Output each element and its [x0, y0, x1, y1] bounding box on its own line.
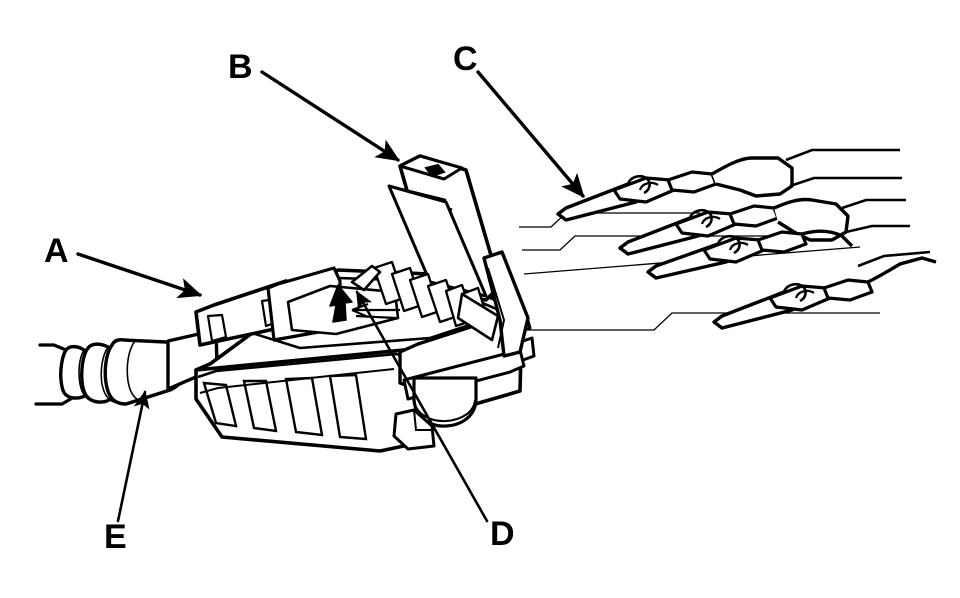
callout-label-E: E [104, 518, 127, 556]
callout-label-D: D [490, 515, 515, 553]
seal-rib-line-1 [78, 349, 94, 402]
terminal-pin-2 [618, 197, 910, 256]
terminal-4-crimp-line [794, 289, 815, 299]
terminal-1-lead-b [789, 176, 902, 188]
insertion-arrow-glyph [329, 284, 353, 323]
terminal-4-crimp-wing [782, 282, 807, 303]
callout-label-A: A [44, 232, 69, 270]
callout-labels: A B C D E [44, 40, 515, 556]
wire-lower-left [34, 395, 76, 406]
terminal-1-wire [711, 156, 794, 198]
terminal-1-crimp-line [638, 181, 659, 191]
wire-seal [59, 338, 188, 406]
callout-leaders-thin [116, 290, 489, 523]
terminal-1-crimp-wing [626, 174, 651, 195]
callout-leader-E [116, 390, 150, 523]
housing-belt-line-2 [199, 368, 395, 394]
terminal-3-crimp-line [728, 241, 749, 251]
terminal-pin-4 [712, 250, 937, 330]
terminal-pin-1 [556, 148, 902, 222]
insertion-direction-arrow [329, 284, 353, 323]
housing-rib-4 [328, 373, 368, 441]
housing-rib-1 [202, 381, 238, 428]
callout-leader-B [260, 70, 400, 162]
alignment-line-1 [519, 212, 700, 228]
callout-leader-A [76, 252, 203, 299]
terminal-3-wire-barrel [756, 230, 808, 254]
terminal-2-wire [773, 197, 850, 242]
release-arrow-shaft-2 [355, 314, 397, 320]
terminal-pins [556, 148, 937, 330]
callout-label-B: B [228, 48, 253, 86]
callout-label-C: C [453, 40, 478, 78]
lock-cover-hinge-arm [482, 250, 530, 358]
housing-rib-2 [242, 379, 278, 433]
lock-cover-lug [424, 163, 446, 178]
terminal-4-wire-barrel [822, 278, 874, 302]
lock-cover-gusset [456, 292, 500, 342]
callout-leaders [76, 70, 585, 299]
left-wire-bundle [34, 343, 76, 406]
terminal-3-crimp-wing [716, 234, 741, 255]
housing-boss-edge [413, 397, 476, 423]
secondary-lock-cover [350, 154, 530, 358]
terminal-2-lead-a [841, 198, 906, 210]
terminal-2-crimp-line [700, 215, 721, 225]
terminal-4-lead-a [857, 250, 931, 268]
terminal-2-lead-b [845, 224, 910, 234]
terminal-2-crimp-wing [688, 208, 713, 229]
terminal-1-lead-a [785, 148, 900, 162]
housing-bottom-tab-line [413, 409, 434, 431]
terminal-3-wire [801, 229, 854, 248]
seal-rib-line-2 [100, 346, 119, 404]
callout-leader-C [476, 70, 585, 198]
lock-cover-front-face [387, 184, 488, 298]
wire-upper-left [38, 343, 68, 352]
housing-left-notch [206, 313, 228, 343]
terminal-4-wire [867, 256, 937, 284]
callout-leader-D [355, 290, 489, 523]
lock-cover-hinge-line [487, 267, 506, 349]
terminal-pin-3 [646, 229, 854, 280]
lock-cover-ledge [350, 264, 382, 292]
